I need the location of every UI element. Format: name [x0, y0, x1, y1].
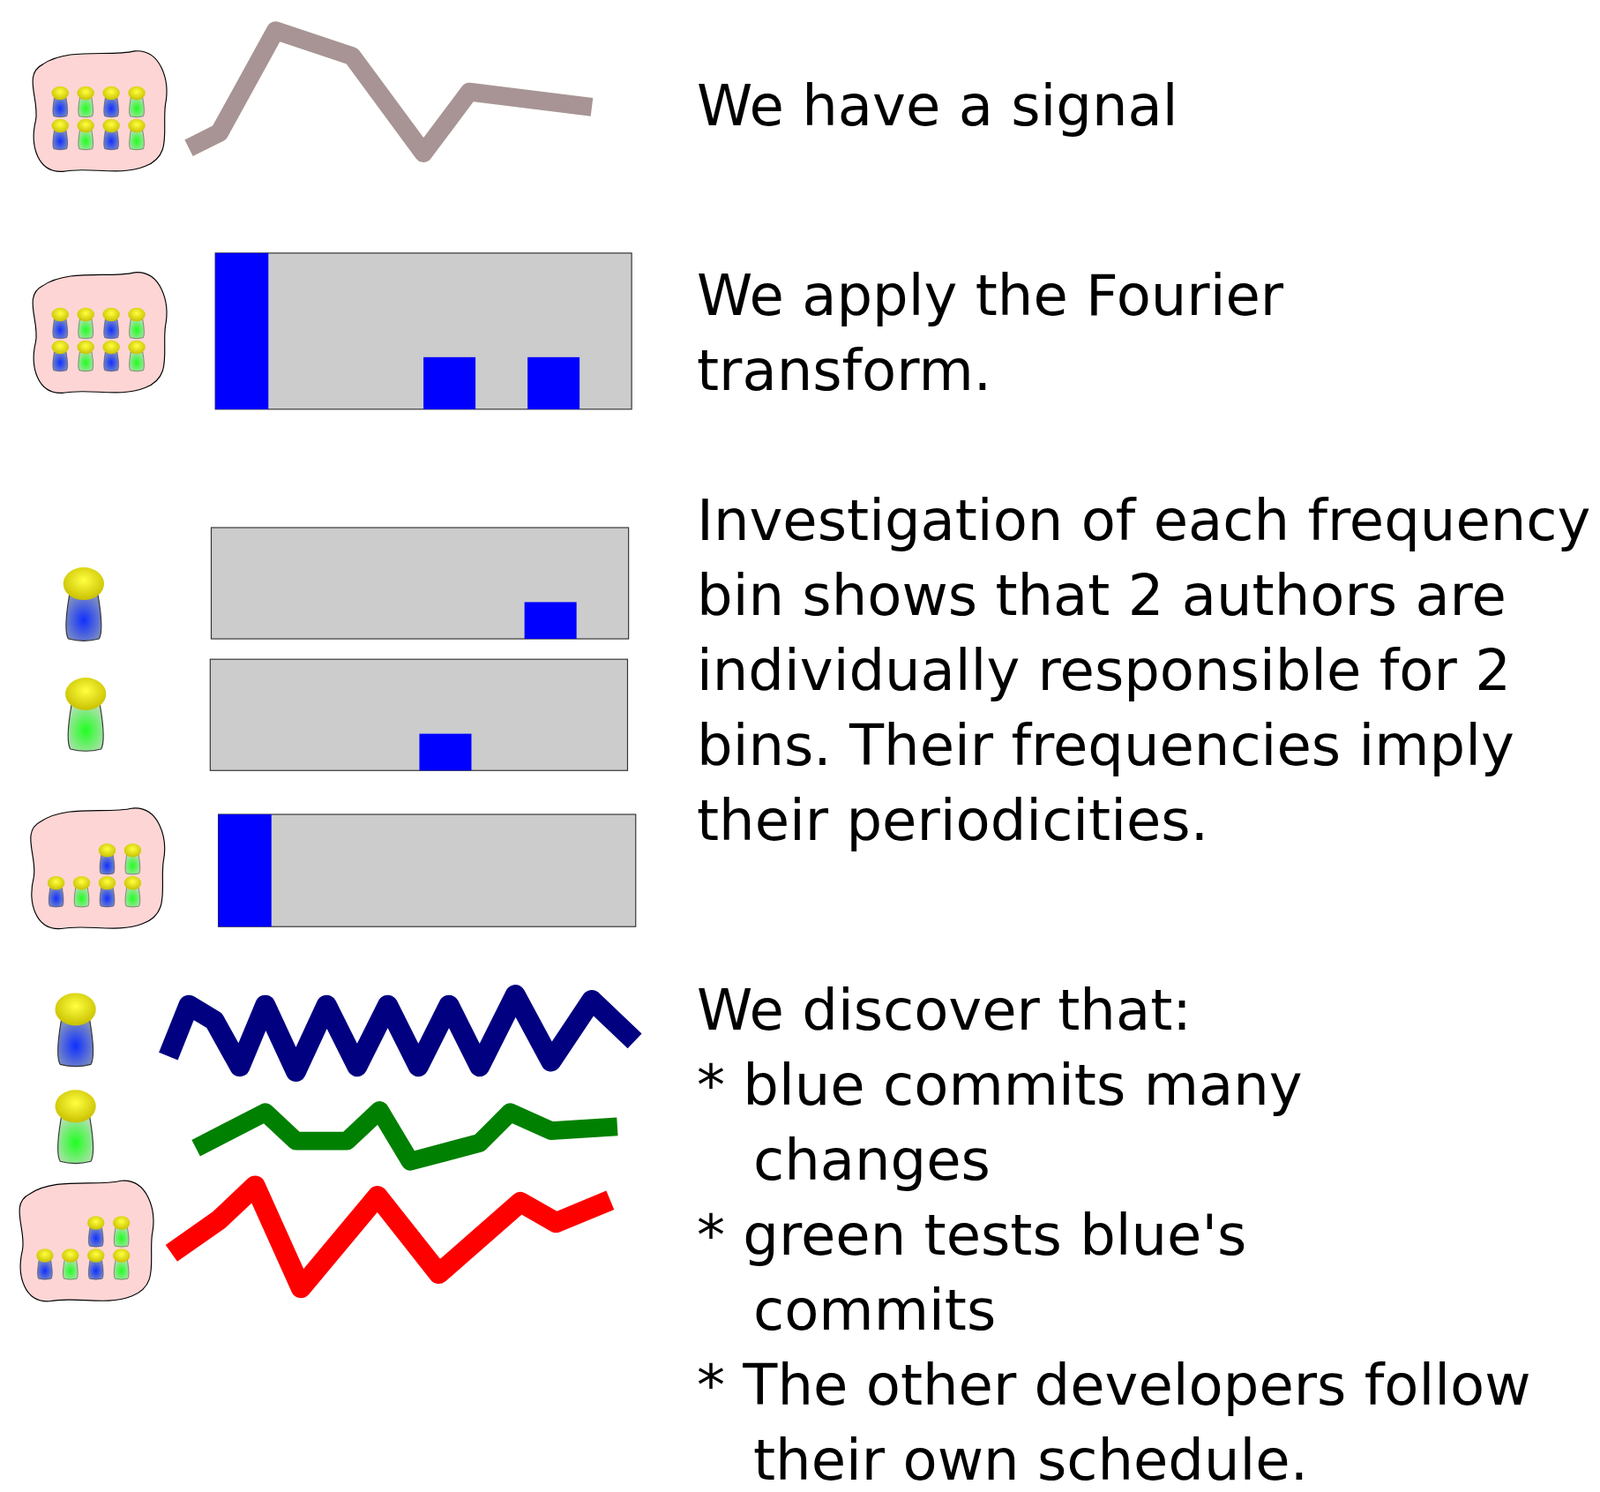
spectrum-panel — [210, 527, 629, 639]
signal-curve — [188, 30, 592, 154]
frequency-bar — [218, 814, 272, 927]
developer-group — [32, 272, 167, 394]
spectrum-panel — [215, 253, 632, 410]
frequency-bar — [527, 357, 580, 410]
green-signal — [195, 1109, 618, 1161]
caption-text: Investigation of each frequency bin show… — [696, 483, 1593, 859]
caption-text: * blue commits many changes — [696, 1047, 1491, 1198]
developer-group — [32, 51, 167, 172]
spectrum-panel — [218, 814, 636, 927]
frequency-bar — [215, 253, 269, 410]
spectrum-panel — [209, 658, 628, 771]
frequency-bar — [418, 733, 472, 771]
caption-text: We discover that: — [696, 972, 1593, 1048]
frequency-bar — [524, 601, 577, 639]
caption-text: We have a signal — [696, 68, 1593, 144]
caption-text: * The other developers follow their own … — [696, 1347, 1593, 1492]
blue-developer — [54, 992, 96, 1066]
developer-group — [30, 807, 165, 929]
red-signal — [171, 1185, 610, 1288]
developer-group — [19, 1180, 154, 1301]
green-developer — [54, 1089, 96, 1163]
frequency-bar — [423, 357, 476, 410]
caption-text: * green tests blue's commits — [696, 1197, 1491, 1348]
blue-developer — [63, 567, 105, 641]
blue-signal — [168, 994, 636, 1072]
green-developer — [65, 677, 106, 751]
caption-text: We apply the Fourier transform. — [696, 258, 1593, 409]
